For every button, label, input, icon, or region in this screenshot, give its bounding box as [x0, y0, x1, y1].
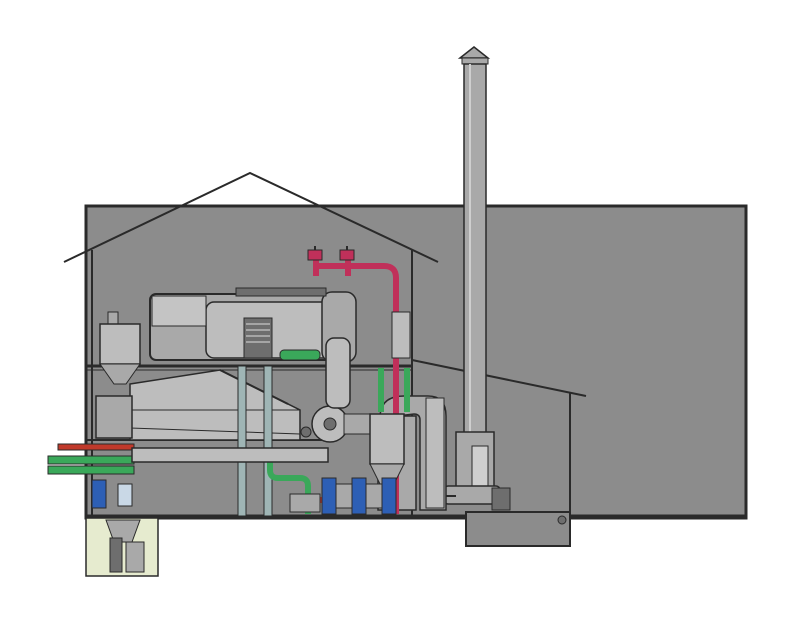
support-columns	[237, 365, 273, 517]
ash-pit	[85, 517, 159, 577]
water-pipe	[47, 349, 410, 514]
control-unit	[91, 479, 133, 509]
steam-valves	[307, 246, 355, 261]
boiler-icon	[149, 287, 357, 363]
pump-icon	[289, 477, 397, 515]
chimney-icon	[443, 46, 511, 511]
fuel-hopper	[99, 311, 141, 385]
roof-gable	[63, 171, 439, 263]
lower-duct	[131, 447, 329, 463]
chimney-foundation	[465, 511, 571, 547]
drain-valve	[557, 515, 567, 525]
hot-pipe	[57, 443, 135, 451]
fan-icon	[311, 405, 375, 443]
dryer-drum	[95, 369, 312, 441]
lean-to-roof	[411, 359, 587, 397]
